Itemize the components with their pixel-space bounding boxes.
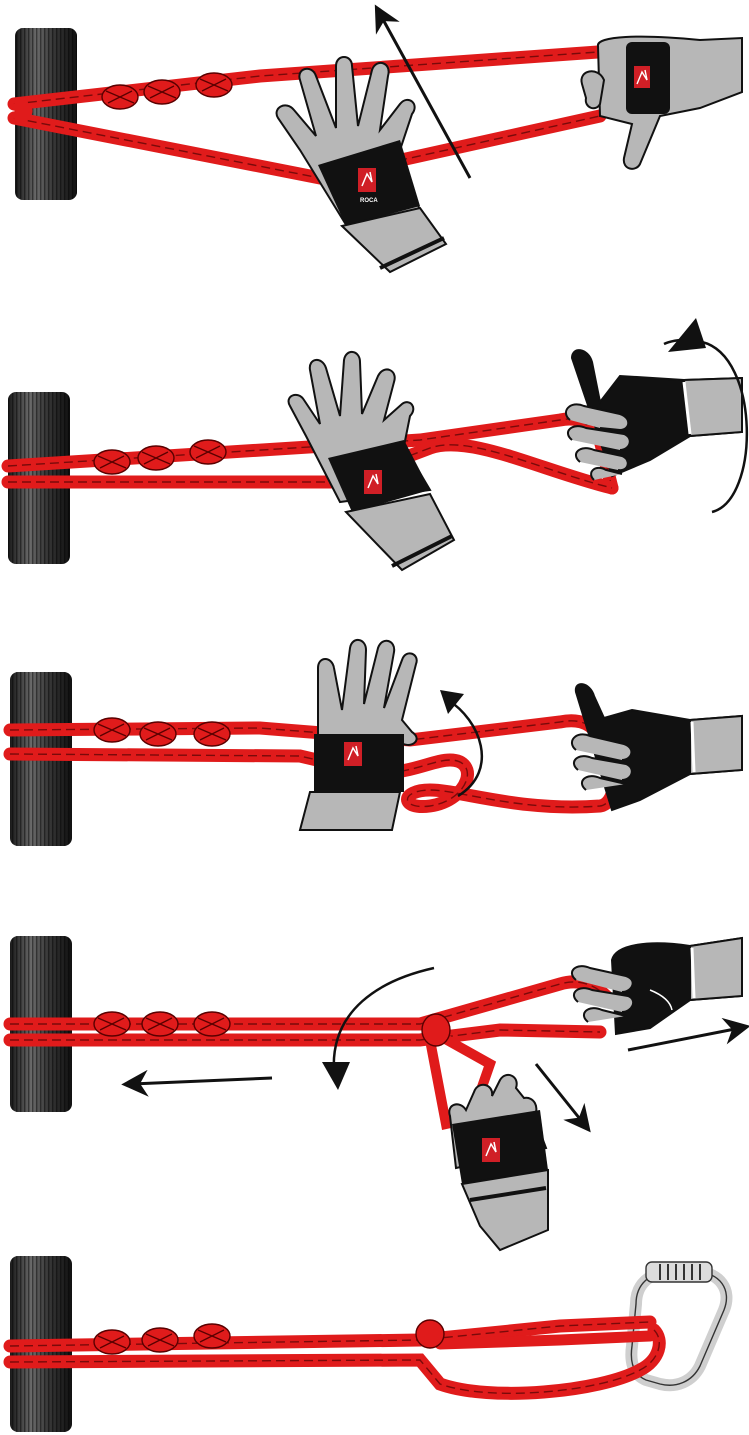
step-5: [10, 1256, 726, 1432]
sling-knot-main: [422, 1014, 450, 1046]
sling-knot-3: [194, 722, 230, 746]
svg-text:ROCA: ROCA: [360, 198, 378, 204]
brand-logo: [482, 1138, 500, 1162]
right-arrow: [628, 1028, 740, 1050]
sling-knot-2: [142, 1328, 178, 1352]
step-4: [10, 936, 742, 1250]
left-glove: [289, 352, 454, 570]
sling-knot-3: [194, 1012, 230, 1036]
brand-logo: [344, 742, 362, 766]
brand-logo: [358, 168, 376, 192]
brand-logo: [634, 66, 650, 88]
sling-knot-3: [196, 73, 232, 97]
rotate-arrow-head: [668, 318, 706, 352]
left-arrow: [132, 1078, 272, 1084]
sling-knot-2: [142, 1012, 178, 1036]
sling-knot-1: [102, 85, 138, 109]
step-1: ROCA: [14, 14, 742, 272]
sling-knot-1: [94, 718, 130, 742]
right-glove: [572, 684, 742, 810]
carabiner-lock: [646, 1262, 712, 1282]
step-3: [10, 640, 742, 846]
down-right-arrow: [536, 1064, 584, 1124]
sling-knot-3: [194, 1324, 230, 1348]
sling-knot-3: [190, 440, 226, 464]
sling-knot-2: [140, 722, 176, 746]
brand-logo: [364, 470, 382, 494]
right-glove: [566, 350, 742, 480]
sling-knot-1: [94, 1330, 130, 1354]
sling-knot-1: [94, 1012, 130, 1036]
left-glove: [300, 640, 417, 830]
right-glove: [581, 37, 742, 169]
step-2: [8, 318, 747, 570]
curved-down-arrow-head: [322, 1062, 350, 1090]
sling-knot-2: [138, 446, 174, 470]
lower-glove: [449, 1075, 548, 1250]
sling-knot-2: [144, 80, 180, 104]
sling-knot-main: [416, 1320, 444, 1348]
sling-knot-1: [94, 450, 130, 474]
